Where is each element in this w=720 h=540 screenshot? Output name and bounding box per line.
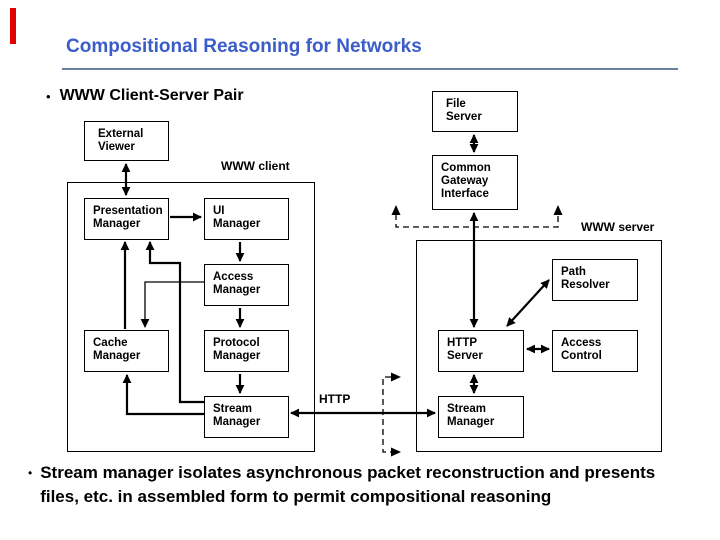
page-title: Compositional Reasoning for Networks — [66, 36, 422, 57]
bullet-text-line2: files, etc. in assembled form to permit … — [40, 487, 552, 506]
www-client-container — [67, 182, 315, 452]
box-external-viewer: External Viewer — [84, 121, 169, 161]
box-protocol-manager: Protocol Manager — [204, 330, 289, 372]
conn-stream-cache — [122, 374, 204, 416]
box-line: Manager — [93, 350, 141, 362]
box-line: Manager — [93, 218, 141, 230]
label-http: HTTP — [319, 392, 351, 406]
label-www-client: WWW client — [221, 159, 290, 173]
box-line: Viewer — [98, 141, 135, 153]
box-file-server: File Server — [432, 91, 518, 132]
box-line: Presentation — [93, 205, 163, 217]
box-line: File — [446, 98, 466, 110]
box-line: UI — [213, 205, 225, 217]
box-line: Server — [447, 350, 483, 362]
box-stream-manager-server: Stream Manager — [438, 396, 524, 438]
bullet-text-line1: Stream manager isolates asynchronous pac… — [40, 463, 656, 482]
box-path-resolver: Path Resolver — [552, 259, 638, 301]
box-line: External — [98, 128, 144, 140]
accent-bar — [10, 8, 16, 44]
box-line: HTTP — [447, 337, 478, 349]
conn-stream-presentation — [145, 241, 204, 404]
box-line: Resolver — [561, 279, 610, 291]
label-www-server: WWW server — [581, 220, 655, 234]
box-line: Access — [213, 271, 254, 283]
dashed-bracket-server-top — [395, 214, 559, 228]
bullet-item-www-pair: • WWW Client-Server Pair — [46, 87, 244, 106]
box-line: Control — [561, 350, 602, 362]
conn-access-cache — [140, 281, 204, 328]
box-line: Cache — [93, 337, 128, 349]
box-line: Protocol — [213, 337, 260, 349]
dashed-arrowhead-right-top — [391, 372, 401, 382]
www-server-container — [416, 240, 662, 452]
box-line: Interface — [441, 188, 489, 200]
box-access-control: Access Control — [552, 330, 638, 372]
dashed-arrowhead-right-bottom — [391, 447, 401, 457]
dashed-bracket-server-left — [382, 376, 391, 453]
box-line: Access — [561, 337, 602, 349]
box-line: Common — [441, 162, 491, 174]
box-line: Manager — [213, 218, 261, 230]
box-presentation-manager: Presentation Manager — [84, 198, 169, 240]
title-underline — [62, 68, 678, 70]
box-common-gateway-interface: Common Gateway Interface — [432, 155, 518, 210]
bullet-text: Stream manager isolates asynchronous pac… — [40, 461, 655, 509]
box-stream-manager-client: Stream Manager — [204, 396, 289, 438]
box-http-server: HTTP Server — [438, 330, 524, 372]
box-access-manager: Access Manager — [204, 264, 289, 306]
bullet-dot: • — [46, 89, 51, 104]
conn-http-server-path-resolver — [506, 279, 550, 327]
box-cache-manager: Cache Manager — [84, 330, 169, 372]
bullet-item-stream-manager: • Stream manager isolates asynchronous p… — [28, 461, 655, 509]
dashed-arrowhead-up-left — [391, 205, 401, 215]
box-line: Manager — [213, 350, 261, 362]
bullet-dot: • — [28, 466, 33, 480]
box-ui-manager: UI Manager — [204, 198, 289, 240]
box-line: Path — [561, 266, 586, 278]
box-line: Gateway — [441, 175, 489, 187]
bullet-text: WWW Client-Server Pair — [59, 87, 244, 104]
box-line: Manager — [213, 416, 261, 428]
box-line: Server — [446, 111, 482, 123]
dashed-arrowhead-up-right — [553, 205, 563, 215]
box-line: Stream — [213, 403, 252, 415]
box-line: Manager — [213, 284, 261, 296]
box-line: Manager — [447, 416, 495, 428]
box-line: Stream — [447, 403, 486, 415]
